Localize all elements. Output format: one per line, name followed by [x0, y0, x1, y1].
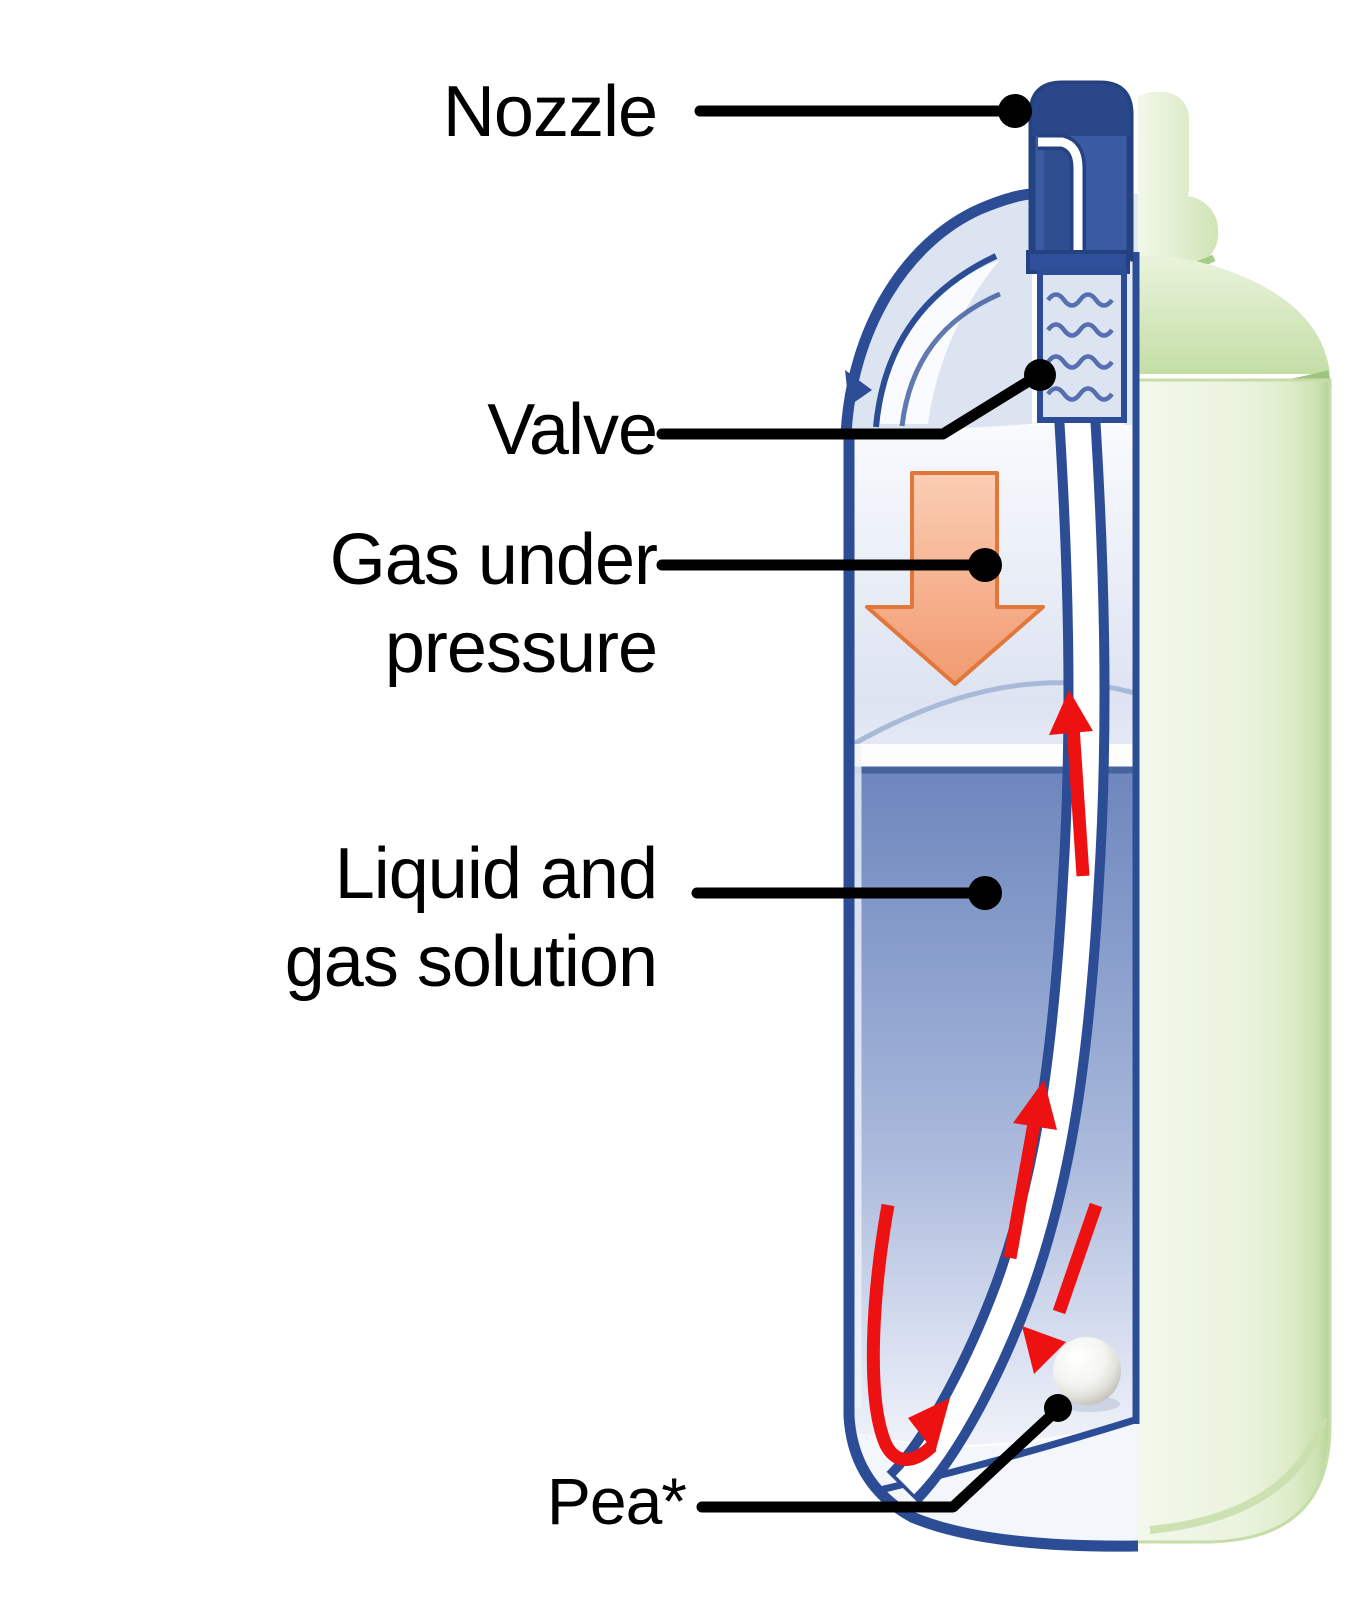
- green-can-body: [1138, 378, 1332, 1544]
- label-liquid-gas-solution: Liquid and gas solution: [284, 830, 658, 1006]
- label-liquid-line1: Liquid and: [334, 834, 658, 914]
- nozzle-assembly: [1028, 80, 1134, 416]
- valve-spring: [1046, 292, 1114, 402]
- gas-pressure-arrow: [865, 471, 1045, 686]
- label-liquid-line2: gas solution: [284, 922, 658, 1002]
- pea-highlight: [1068, 1350, 1080, 1362]
- label-gas-line2: pressure: [384, 608, 658, 688]
- flow-arrows: [866, 690, 1103, 1466]
- flow-arrow-up-2: [1003, 1116, 1042, 1260]
- dip-tube-bore: [895, 414, 1100, 1495]
- cutaway-section: [840, 80, 1140, 1552]
- flow-arrow-down: [1052, 1202, 1103, 1315]
- flow-arrow-up-1: [1066, 725, 1090, 877]
- can-left-wall: [843, 425, 1139, 1552]
- leader-pea: [696, 1406, 1061, 1513]
- pea-ball: [1053, 1337, 1121, 1405]
- flow-arrow-up-1-head: [1049, 690, 1093, 735]
- cap-dome-notch: [845, 370, 872, 406]
- leader-lines: [656, 94, 1072, 1513]
- green-can-actuator-ring: [1138, 196, 1218, 268]
- dip-tube: [886, 413, 1110, 1505]
- label-nozzle: Nozzle: [442, 72, 658, 152]
- cap-dome-outline: [840, 188, 1034, 435]
- green-can: [1138, 92, 1332, 1544]
- leader-dot-valve: [1024, 359, 1056, 391]
- cap-dome-inner-curve-2: [899, 291, 1001, 427]
- flow-arrow-down-head: [1022, 1326, 1066, 1374]
- flow-arrow-up-2-head: [1013, 1080, 1057, 1130]
- green-can-shoulder: [1138, 255, 1330, 374]
- leader-valve: [656, 370, 1043, 440]
- leader-dot-liquid: [968, 876, 1002, 910]
- valve-assembly: [1026, 250, 1130, 423]
- leader-dot-gas: [968, 548, 1002, 582]
- label-valve: Valve: [487, 390, 658, 470]
- leader-dot-nozzle: [998, 94, 1032, 128]
- nozzle-stem-channel: [1038, 137, 1083, 416]
- flow-arrow-hook-head: [908, 1398, 950, 1453]
- label-gas-line1: Gas under: [329, 520, 658, 600]
- nozzle-cap-top: [1032, 84, 1130, 136]
- label-pea: Pea*: [546, 1464, 687, 1538]
- actuator-cap: [840, 188, 1034, 435]
- green-can-bottom-edge: [1149, 1416, 1328, 1534]
- flow-arrow-hook: [866, 1203, 937, 1466]
- leader-dot-pea: [1044, 1394, 1072, 1422]
- label-gas-under-pressure: Gas under pressure: [329, 516, 658, 692]
- cap-dome-inner-curve-1: [873, 253, 998, 428]
- green-can-actuator-tip: [1138, 92, 1189, 214]
